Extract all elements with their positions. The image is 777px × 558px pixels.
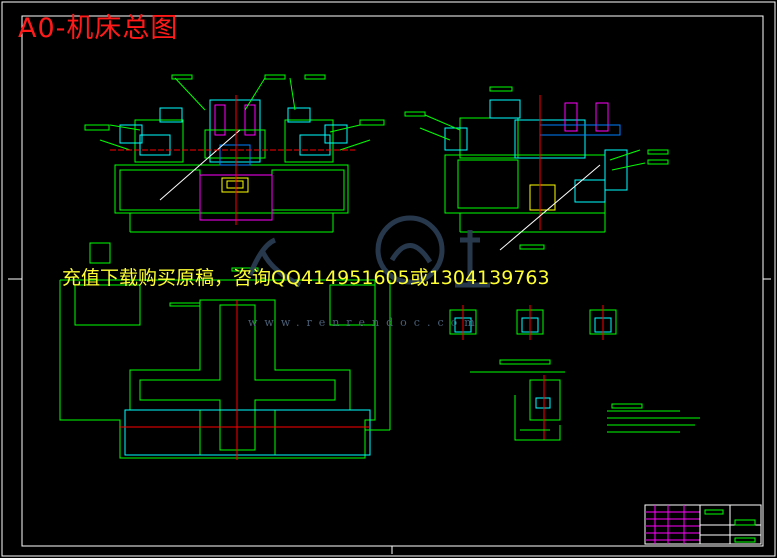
- side-elevation-view: [404, 86, 669, 251]
- watermark-logo: [247, 215, 490, 288]
- front-elevation-view: [84, 74, 385, 233]
- detail-views: [449, 305, 700, 441]
- drawing-title: A0-机床总图: [18, 13, 179, 44]
- download-notice: 充值下载购买原稿，咨询QQ414951605或1304139763: [62, 267, 550, 289]
- watermark-url: www.renrendoc.com: [248, 316, 482, 329]
- title-block: [644, 504, 762, 545]
- plan-view: [59, 242, 391, 460]
